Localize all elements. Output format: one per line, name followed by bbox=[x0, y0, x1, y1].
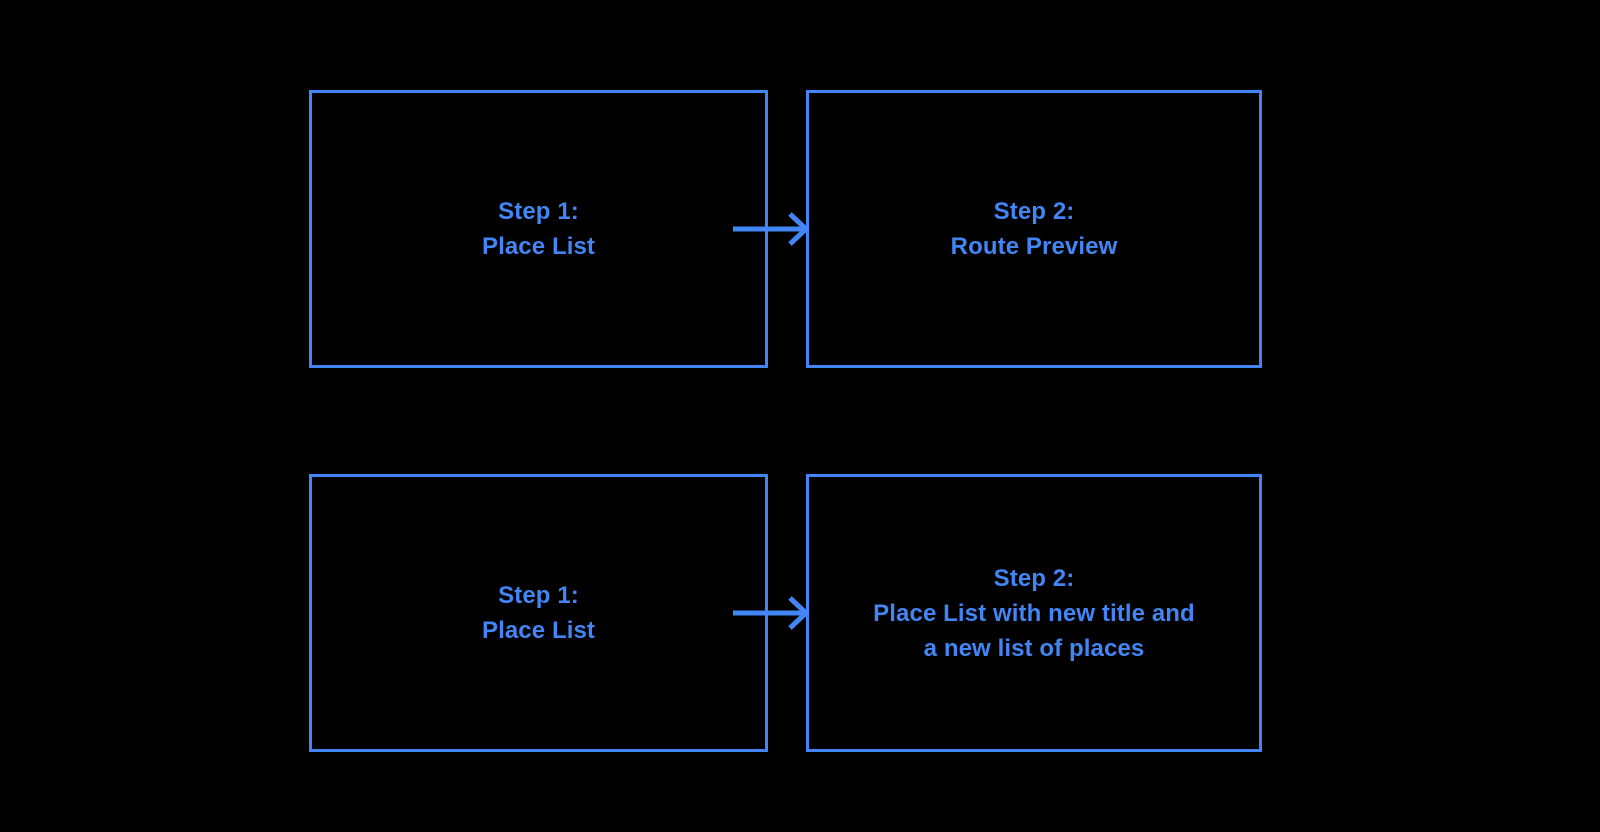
step-box-row2-step1[interactable]: Step 1: Place List bbox=[309, 474, 768, 752]
step-box-label: Step 1: Place List bbox=[481, 582, 596, 644]
step-box-label: Step 1: Place List bbox=[481, 198, 596, 260]
flow-row-place-list-update: Step 1: Place List Step 2: Place List wi… bbox=[0, 474, 1600, 752]
step-box-row2-step2[interactable]: Step 2: Place List with new title and a … bbox=[806, 474, 1262, 752]
step-box-row1-step2[interactable]: Step 2: Route Preview bbox=[806, 90, 1262, 368]
step-box-label: Step 2: Place List with new title and a … bbox=[873, 564, 1195, 662]
step-box-label: Step 2: Route Preview bbox=[950, 198, 1118, 260]
step-box-row1-step1[interactable]: Step 1: Place List bbox=[309, 90, 768, 368]
flow-row-route-preview: Step 1: Place List Step 2: Route Preview bbox=[0, 90, 1600, 368]
